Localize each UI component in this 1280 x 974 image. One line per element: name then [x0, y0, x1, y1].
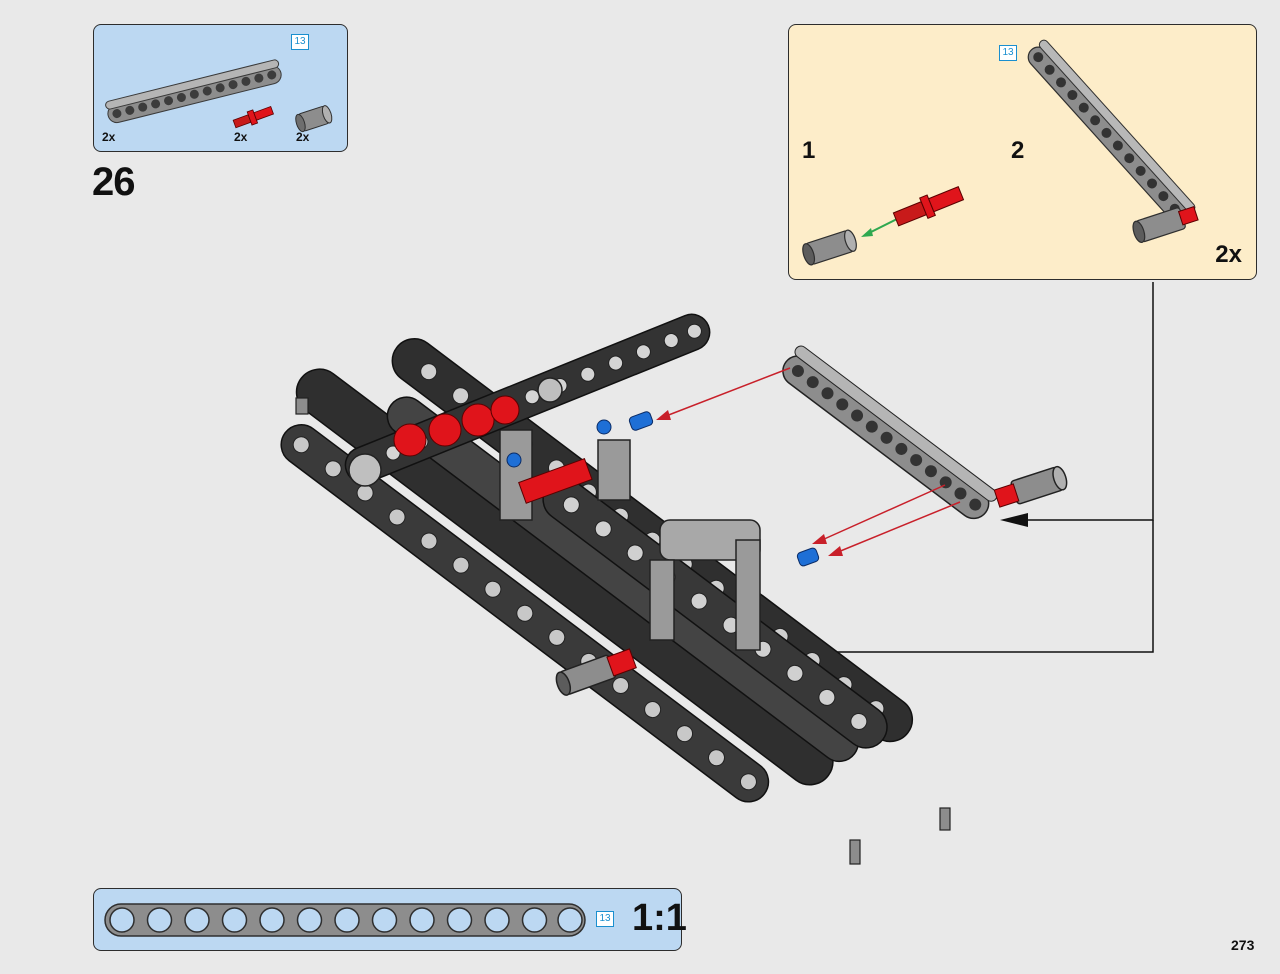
beam-13-part-icon — [105, 59, 282, 124]
beam-13-ruler — [104, 903, 586, 937]
page-number: 273 — [1231, 937, 1255, 953]
scale-label: 1:1 — [632, 897, 687, 939]
part-quantity-connector: 2x — [296, 130, 310, 144]
substep-number-2: 2 — [1011, 137, 1025, 164]
step-number: 26 — [92, 160, 135, 204]
part-quantity-pin: 2x — [234, 130, 248, 144]
part-quantity-beam: 2x — [102, 130, 116, 144]
grey-connector-part-icon — [295, 105, 333, 133]
length-tag: 13 — [291, 34, 309, 50]
length-tag: 13 — [596, 911, 614, 927]
scale-ruler-callout: 13 1:1 — [93, 888, 687, 951]
substep-1-illustration — [802, 186, 965, 266]
red-axle-pin-part-icon — [232, 106, 274, 129]
substep-2-illustration — [1027, 39, 1199, 244]
subassembly-callout: 13 1 2 — [788, 24, 1257, 280]
parts-list-callout: 13 2x 2x 2x — [93, 24, 348, 152]
substep-number-1: 1 — [802, 137, 816, 164]
subassembly-quantity: 2x — [1215, 241, 1242, 268]
length-tag: 13 — [999, 45, 1017, 61]
